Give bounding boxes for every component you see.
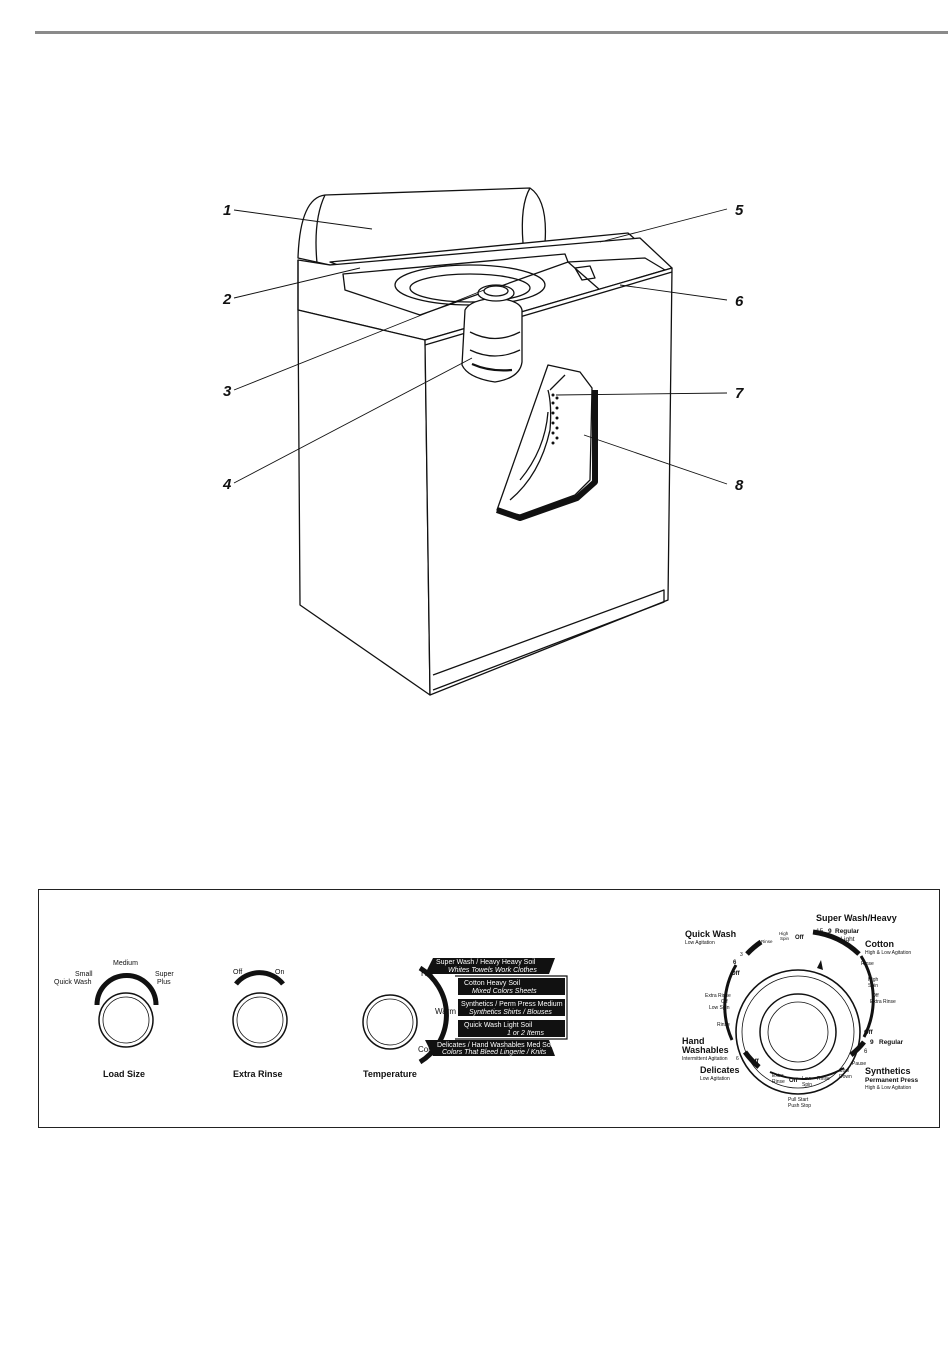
cycle-4-line2: 1 or 2 Items <box>507 1030 544 1037</box>
cycle-5-line2: Colors That Bleed Lingerie / Knits <box>442 1049 547 1056</box>
callout-5: 5 <box>735 202 744 219</box>
mark-extra-rinse-l2: Off <box>721 999 728 1005</box>
mark-low-spin-b1: Low <box>802 1076 812 1082</box>
extra-rinse-on: On <box>275 969 284 976</box>
mark-rinse-l: Rinse <box>717 1022 730 1028</box>
cabinet-front <box>297 309 431 696</box>
mark-rinse-b: Rinse <box>817 1076 830 1082</box>
load-size-super: Super <box>155 971 174 978</box>
cycle-4-line1: Quick Wash Light Soil <box>464 1022 533 1029</box>
mark-syn-6: 6 <box>864 1049 868 1055</box>
mark-off-top: Off <box>795 935 805 941</box>
mark-off-r2: Off <box>872 993 879 999</box>
dial-hand: Hand <box>682 1036 705 1046</box>
dial-synthetics: Synthetics <box>865 1066 911 1076</box>
mark-qw-off: Off <box>731 971 741 977</box>
temperature-knob[interactable] <box>362 994 418 1050</box>
dial-cotton: Cotton <box>865 939 894 949</box>
temperature-control: Hot Warm Cold Temperature Super Wash / H… <box>362 958 577 1079</box>
washer-diagram: 1 2 3 4 5 6 7 8 <box>222 187 744 696</box>
dial-delicates: Delicates <box>700 1065 740 1075</box>
cycle-dial: Quick Wash Low Agitation Super Wash/Heav… <box>682 913 918 1109</box>
callout-7: 7 <box>735 385 744 402</box>
mark-low-spin-b2: Spin <box>802 1082 812 1088</box>
dial-hand-sub: Intermittent Agitation <box>682 1056 728 1062</box>
cycle-1-line1: Super Wash / Heavy Heavy Soil <box>436 959 536 966</box>
mark-extra-rinse-b1: Extra <box>772 1073 784 1079</box>
extra-rinse-knob[interactable] <box>232 992 288 1048</box>
mark-extra-rinse-l3: Low Spin <box>709 1005 730 1011</box>
mark-extra-rinse-l1: Extra Rinse <box>705 993 731 999</box>
mark-9a: 9 <box>828 928 832 935</box>
load-size-small: Small <box>75 971 93 978</box>
mark-cool-down1: Cool <box>839 1068 849 1074</box>
dial-cotton-sub: High & Low Agitation <box>865 950 911 956</box>
cycle-5-line1: Delicates / Hand Washables Med Soil <box>437 1042 554 1049</box>
mark-rinse-r: Rinse <box>861 961 874 967</box>
temperature-title: Temperature <box>363 1069 417 1079</box>
load-size-control: Small Quick Wash Medium Super Plus Load … <box>54 960 174 1079</box>
load-size-title: Load Size <box>103 1069 145 1079</box>
extra-rinse-control: Off On Extra Rinse <box>232 969 288 1079</box>
callout-4: 4 <box>222 476 232 493</box>
cycle-2-line2: Mixed Colors Sheets <box>472 988 537 995</box>
dial-washables: Washables <box>682 1045 729 1055</box>
mark-extra-rinse-r: Extra Rinse <box>870 999 896 1005</box>
mark-hw-6: 6 <box>736 1056 739 1062</box>
mark-6-light: 6 Light <box>835 936 855 943</box>
mark-qw-3: 3 <box>740 952 743 958</box>
dial-perm-press: Permanent Press <box>865 1077 918 1084</box>
mark-syn-9: 9 <box>870 1039 874 1046</box>
cycle-1-line2: Whites Towels Work Clothes <box>448 967 537 974</box>
mark-pause: Pause <box>852 1061 866 1067</box>
mark-regular-b: Regular <box>879 1039 904 1046</box>
mark-regular-a: Regular <box>835 928 860 935</box>
load-size-knob[interactable] <box>98 992 154 1048</box>
temp-cold: Cold <box>418 1045 434 1054</box>
callout-6: 6 <box>735 293 744 310</box>
mark-cool-down2: Down <box>839 1074 852 1080</box>
dial-super-wash: Super Wash/Heavy <box>816 913 897 923</box>
mark-off-b: Off <box>789 1078 799 1084</box>
dial-delicates-sub: Low Agitation <box>700 1076 730 1082</box>
callout-8: 8 <box>735 477 744 494</box>
cycle-3-line2: Synthetics Shirts / Blouses <box>469 1009 552 1016</box>
dial-quick-wash-sub: Low Agitation <box>685 940 715 946</box>
callout-2: 2 <box>222 291 232 308</box>
load-size-quick-wash: Quick Wash <box>54 979 92 986</box>
dial-synthetics-sub: High & Low Agitation <box>865 1085 911 1091</box>
cycle-2-line1: Cotton Heavy Soil <box>464 980 520 987</box>
mark-qw-6: 6 <box>733 960 737 966</box>
mark-pull-start: Pull Start <box>788 1097 809 1103</box>
load-size-plus: Plus <box>157 979 171 986</box>
mark-rinse-a: Rinse <box>761 939 773 944</box>
load-size-medium: Medium <box>113 960 138 967</box>
header-rule <box>35 31 948 34</box>
mark-del-off: Off <box>750 1059 760 1065</box>
dial-pointer <box>817 960 823 970</box>
mark-high-spin-r1: High <box>868 977 879 983</box>
mark-high-spin-a: High <box>779 931 789 936</box>
mark-off-r: Off <box>864 1030 874 1036</box>
mark-extra-rinse-b2: Rinse <box>772 1079 785 1085</box>
mark-high-spin-r2: Spin <box>868 983 878 989</box>
mark-push-stop: Push Stop <box>788 1103 811 1109</box>
dial-quick-wash: Quick Wash <box>685 929 736 939</box>
cycle-dial-knob[interactable] <box>759 993 837 1071</box>
mark-15: 15 <box>816 928 824 935</box>
extra-rinse-title: Extra Rinse <box>233 1069 283 1079</box>
cycle-3-line1: Synthetics / Perm Press Medium Soil <box>461 1001 577 1008</box>
control-panel: Small Quick Wash Medium Super Plus Load … <box>38 889 940 1128</box>
callout-3: 3 <box>223 383 232 400</box>
extra-rinse-off: Off <box>233 969 242 976</box>
mark-high-spin-a2: Spin <box>780 936 790 941</box>
callout-1: 1 <box>223 202 231 219</box>
temp-warm: Warm <box>435 1007 456 1016</box>
